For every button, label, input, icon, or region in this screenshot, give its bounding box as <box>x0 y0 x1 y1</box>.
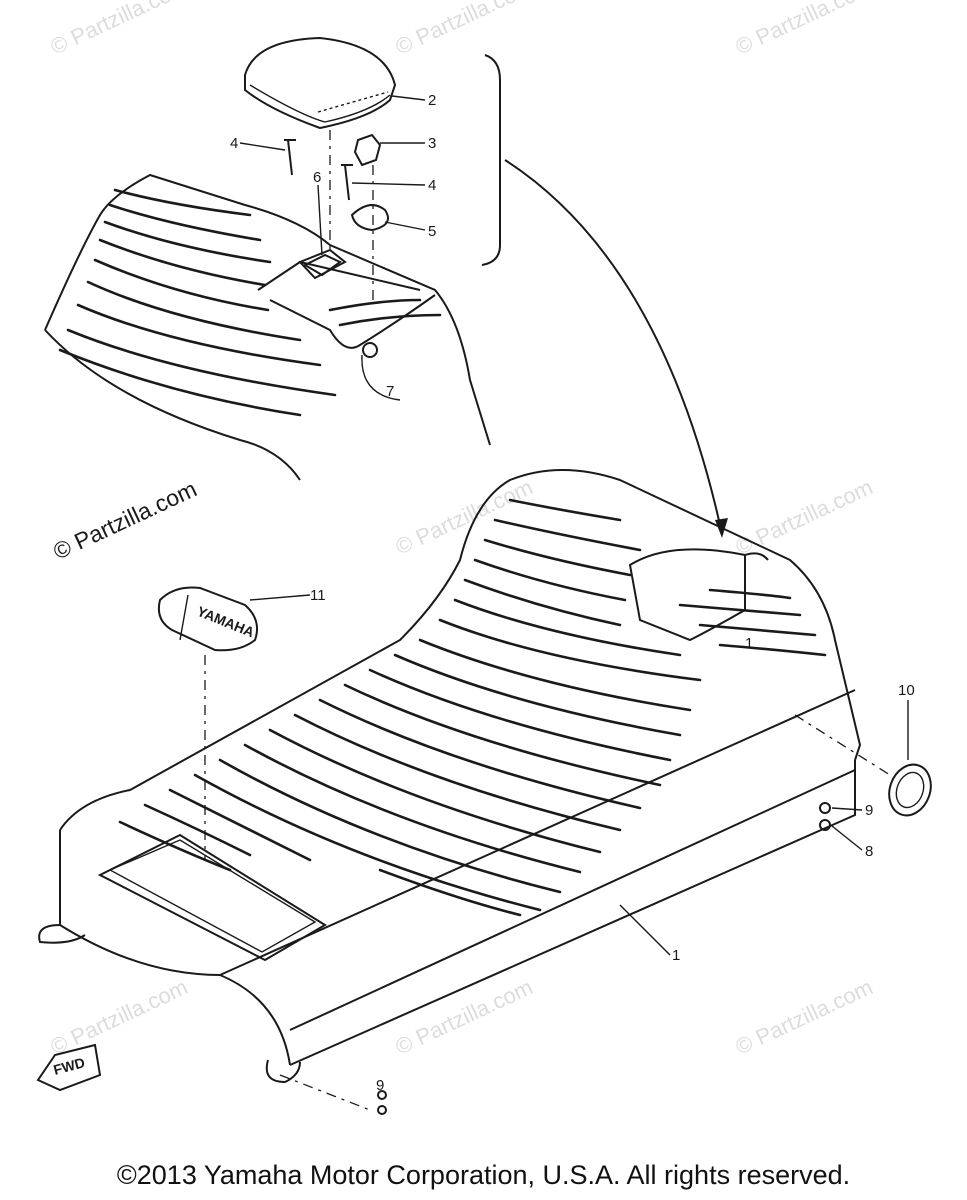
callout-1: 1 <box>672 947 680 964</box>
callout-4: 4 <box>428 177 436 194</box>
watermark: © Partzilla.com <box>47 0 192 60</box>
forward-arrow: FWD <box>36 1043 102 1092</box>
watermark: © Partzilla.com <box>732 974 877 1059</box>
callout-11: 11 <box>310 587 326 604</box>
callout-10: 10 <box>898 682 915 699</box>
detail-pointer-arrow <box>504 159 721 526</box>
callout-1: 1 <box>745 635 753 652</box>
callout-9: 9 <box>376 1077 384 1094</box>
fasteners-front <box>377 1090 387 1115</box>
fasteners-right <box>819 802 831 831</box>
hardware-set <box>284 133 389 277</box>
callout-8: 8 <box>865 843 873 860</box>
watermark: © Partzilla.com <box>732 0 877 60</box>
seat-assembly <box>38 469 862 1084</box>
fwd-label: FWD <box>52 1054 87 1078</box>
callout-6: 6 <box>313 169 321 186</box>
callout-3: 3 <box>428 135 436 152</box>
copyright-notice: ©2013 Yamaha Motor Corporation, U.S.A. A… <box>116 1160 851 1190</box>
inset-seat-hump <box>44 173 491 481</box>
backrest-pad <box>244 36 397 130</box>
callout-4: 4 <box>230 135 238 152</box>
emblem-disc <box>888 763 932 817</box>
detail-bracket <box>481 54 501 266</box>
watermark: © Partzilla.com <box>47 974 192 1059</box>
watermark: © Partzilla.com <box>49 475 200 564</box>
watermark: © Partzilla.com <box>732 474 877 559</box>
callout-7: 7 <box>386 383 394 400</box>
watermark: © Partzilla.com <box>392 0 537 60</box>
callout-2: 2 <box>428 92 436 109</box>
callout-9: 9 <box>865 802 873 819</box>
yamaha-badge: YAMAHA <box>157 586 258 652</box>
seat-exploded-diagram: © Partzilla.com © Partzilla.com © Partzi… <box>36 0 932 1115</box>
callout-5: 5 <box>428 223 436 240</box>
